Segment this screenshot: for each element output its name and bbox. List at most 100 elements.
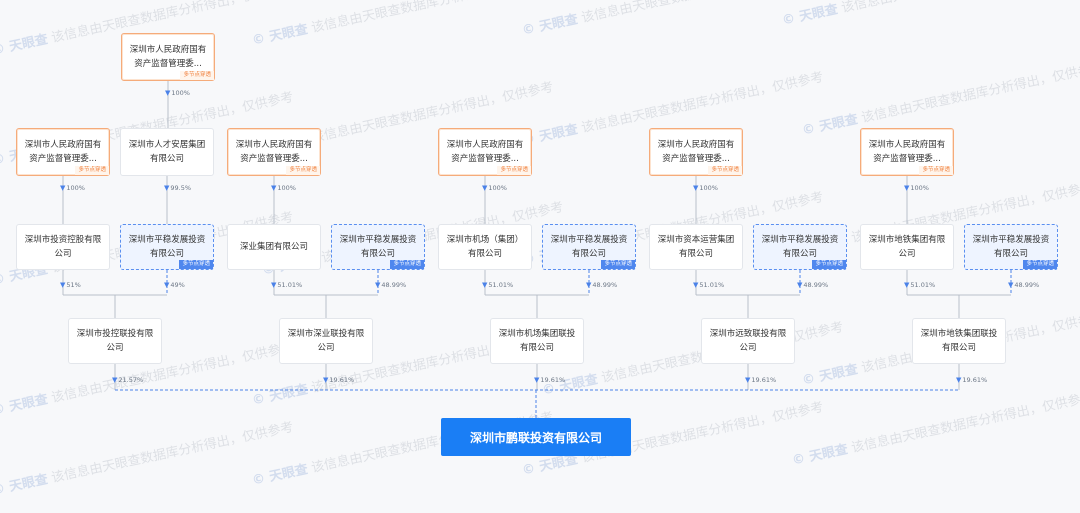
company-node-1-s2[interactable]: 深圳市平稳发展投资有限公司多节点穿透 — [331, 224, 425, 270]
down-arrow-icon: ▼ — [164, 184, 170, 192]
shareholder-node-1-a[interactable]: 深圳市人民政府国有资产监督管理委... 多节点穿透 — [227, 128, 321, 176]
shareholder-node-3-a[interactable]: 深圳市人民政府国有资产监督管理委... 多节点穿透 — [649, 128, 743, 176]
down-arrow-icon: ▼ — [904, 184, 910, 192]
share-percentage: ▼19.61% — [745, 376, 776, 384]
percentage-value: 100% — [910, 184, 929, 192]
percentage-value: 99.5% — [170, 184, 192, 192]
multi-node-badge[interactable]: 多节点穿透 — [497, 166, 531, 175]
holding-node-3[interactable]: 深圳市远致联投有限公司 — [701, 318, 795, 364]
down-arrow-icon: ▼ — [271, 281, 277, 289]
holding-node-4[interactable]: 深圳市地铁集团联投有限公司 — [912, 318, 1006, 364]
down-arrow-icon: ▼ — [112, 376, 118, 384]
percentage-value: 51.01% — [277, 281, 303, 289]
share-percentage: ▼99.5% — [164, 184, 191, 192]
node-label: 深圳市平稳发展投资有限公司 — [550, 235, 628, 259]
holding-node-0[interactable]: 深圳市投控联投有限公司 — [68, 318, 162, 364]
company-node-3-s1[interactable]: 深圳市资本运营集团有限公司 — [649, 224, 743, 270]
down-arrow-icon: ▼ — [164, 281, 170, 289]
node-label: 深圳市人民政府国有资产监督管理委... — [868, 140, 946, 164]
percentage-value: 49% — [170, 281, 185, 289]
percentage-value: 100% — [66, 184, 85, 192]
node-label: 深圳市人民政府国有资产监督管理委... — [446, 140, 524, 164]
holding-node-1[interactable]: 深圳市深业联投有限公司 — [279, 318, 373, 364]
percentage-value: 100% — [488, 184, 507, 192]
node-label: 深圳市人民政府国有资产监督管理委... — [129, 45, 207, 69]
down-arrow-icon: ▼ — [693, 281, 699, 289]
down-arrow-icon: ▼ — [904, 281, 910, 289]
multi-node-badge[interactable]: 多节点穿透 — [179, 260, 213, 269]
down-arrow-icon: ▼ — [271, 184, 277, 192]
node-label: 深圳市机场集团联投有限公司 — [498, 329, 576, 353]
shareholder-node-0-b[interactable]: 深圳市人才安居集团有限公司 — [120, 128, 214, 176]
multi-node-badge[interactable]: 多节点穿透 — [75, 166, 109, 175]
down-arrow-icon: ▼ — [482, 281, 488, 289]
holding-node-2[interactable]: 深圳市机场集团联投有限公司 — [490, 318, 584, 364]
down-arrow-icon: ▼ — [60, 281, 66, 289]
multi-node-badge[interactable]: 多节点穿透 — [1023, 260, 1057, 269]
company-node-0-s2[interactable]: 深圳市平稳发展投资有限公司多节点穿透 — [120, 224, 214, 270]
down-arrow-icon: ▼ — [323, 376, 329, 384]
node-label: 深圳市地铁集团有限公司 — [868, 235, 946, 259]
root-company-node[interactable]: 深圳市鹏联投资有限公司 — [441, 418, 631, 456]
company-node-3-s2[interactable]: 深圳市平稳发展投资有限公司多节点穿透 — [753, 224, 847, 270]
node-label: 深圳市人才安居集团有限公司 — [128, 140, 206, 164]
down-arrow-icon: ▼ — [745, 376, 751, 384]
multi-node-badge[interactable]: 多节点穿透 — [919, 166, 953, 175]
down-arrow-icon: ▼ — [165, 89, 171, 97]
company-node-2-s2[interactable]: 深圳市平稳发展投资有限公司多节点穿透 — [542, 224, 636, 270]
down-arrow-icon: ▼ — [797, 281, 803, 289]
percentage-value: 19.61% — [329, 376, 355, 384]
share-percentage: ▼49% — [164, 281, 185, 289]
shareholder-node-4-a[interactable]: 深圳市人民政府国有资产监督管理委... 多节点穿透 — [860, 128, 954, 176]
share-percentage: ▼48.99% — [797, 281, 828, 289]
node-label: 深圳市人民政府国有资产监督管理委... — [657, 140, 735, 164]
share-percentage: ▼51.01% — [693, 281, 724, 289]
percentage-value: 19.61% — [751, 376, 777, 384]
down-arrow-icon: ▼ — [375, 281, 381, 289]
top-shareholder-node[interactable]: 深圳市人民政府国有资产监督管理委... 多节点穿透 — [121, 33, 215, 81]
percentage-value: 48.99% — [1014, 281, 1040, 289]
node-label: 深圳市投资控股有限公司 — [24, 235, 102, 259]
percentage-value: 100% — [277, 184, 296, 192]
top-share-percentage: ▼100% — [165, 89, 190, 97]
percentage-value: 100% — [171, 89, 190, 97]
percentage-value: 100% — [699, 184, 718, 192]
multi-node-badge[interactable]: 多节点穿透 — [601, 260, 635, 269]
multi-node-badge[interactable]: 多节点穿透 — [812, 260, 846, 269]
share-percentage: ▼51.01% — [271, 281, 302, 289]
root-company-name: 深圳市鹏联投资有限公司 — [469, 430, 602, 445]
percentage-value: 48.99% — [592, 281, 618, 289]
share-percentage: ▼51.01% — [482, 281, 513, 289]
node-label: 深圳市深业联投有限公司 — [287, 329, 365, 353]
shareholder-node-0-a[interactable]: 深圳市人民政府国有资产监督管理委... 多节点穿透 — [16, 128, 110, 176]
company-node-1-s1[interactable]: 深业集团有限公司 — [227, 224, 321, 270]
share-percentage: ▼19.61% — [323, 376, 354, 384]
company-node-0-s1[interactable]: 深圳市投资控股有限公司 — [16, 224, 110, 270]
node-label: 深业集团有限公司 — [239, 242, 308, 252]
company-node-4-s2[interactable]: 深圳市平稳发展投资有限公司多节点穿透 — [964, 224, 1058, 270]
down-arrow-icon: ▼ — [693, 184, 699, 192]
multi-node-badge[interactable]: 多节点穿透 — [390, 260, 424, 269]
share-percentage: ▼100% — [271, 184, 296, 192]
node-label: 深圳市人民政府国有资产监督管理委... — [235, 140, 313, 164]
multi-node-badge[interactable]: 多节点穿透 — [180, 71, 214, 80]
node-label: 深圳市平稳发展投资有限公司 — [972, 235, 1050, 259]
node-label: 深圳市地铁集团联投有限公司 — [920, 329, 998, 353]
multi-node-badge[interactable]: 多节点穿透 — [708, 166, 742, 175]
company-node-4-s1[interactable]: 深圳市地铁集团有限公司 — [860, 224, 954, 270]
shareholder-node-2-a[interactable]: 深圳市人民政府国有资产监督管理委... 多节点穿透 — [438, 128, 532, 176]
multi-node-badge[interactable]: 多节点穿透 — [286, 166, 320, 175]
node-label: 深圳市人民政府国有资产监督管理委... — [24, 140, 102, 164]
down-arrow-icon: ▼ — [534, 376, 540, 384]
share-percentage: ▼48.99% — [586, 281, 617, 289]
down-arrow-icon: ▼ — [586, 281, 592, 289]
node-label: 深圳市机场（集团）有限公司 — [446, 235, 524, 259]
share-percentage: ▼19.61% — [534, 376, 565, 384]
node-label: 深圳市投控联投有限公司 — [76, 329, 154, 353]
share-percentage: ▼51.01% — [904, 281, 935, 289]
node-label: 深圳市远致联投有限公司 — [709, 329, 787, 353]
share-percentage: ▼100% — [904, 184, 929, 192]
company-node-2-s1[interactable]: 深圳市机场（集团）有限公司 — [438, 224, 532, 270]
